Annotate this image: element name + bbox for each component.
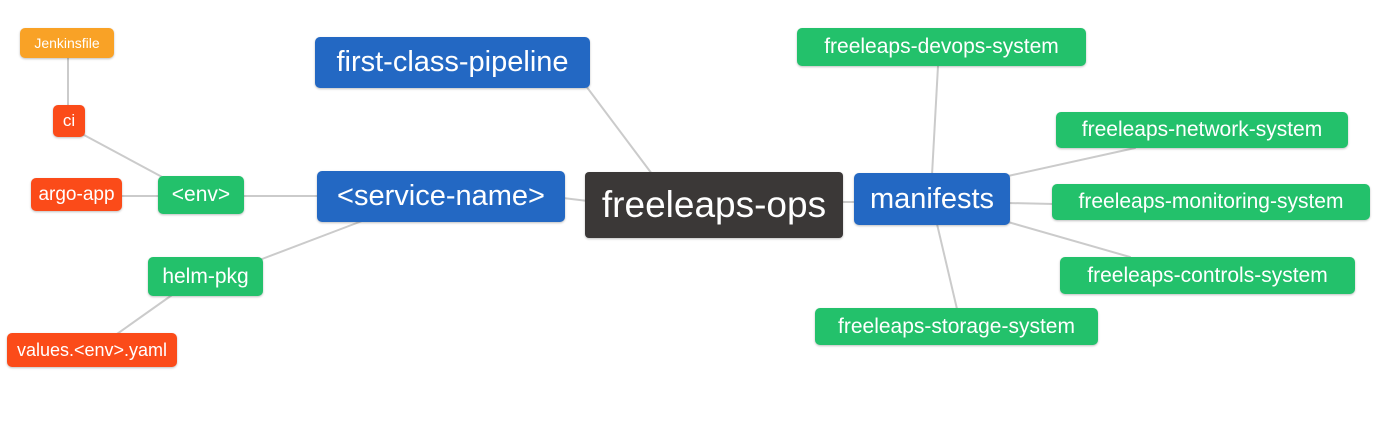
edge-manifests-controls — [1007, 221, 1131, 258]
edge-pipeline-ops — [585, 85, 653, 175]
node-values-env-yaml[interactable]: values.<env>.yaml — [7, 333, 177, 367]
edge-manifests-devops — [931, 65, 939, 176]
node-devops-system[interactable]: freeleaps-devops-system — [797, 28, 1086, 66]
node-jenkinsfile[interactable]: Jenkinsfile — [20, 28, 114, 58]
edge-helm-pkg-values — [116, 294, 173, 335]
node-helm-pkg[interactable]: helm-pkg — [148, 257, 263, 296]
node-argo-app[interactable]: argo-app — [31, 178, 122, 211]
edge-service-name-ops — [562, 197, 589, 202]
edge-manifests-monitoring — [1007, 202, 1055, 205]
node-service-name[interactable]: <service-name> — [317, 171, 565, 222]
node-env[interactable]: <env> — [158, 176, 244, 214]
node-ci[interactable]: ci — [53, 105, 85, 137]
node-manifests[interactable]: manifests — [854, 173, 1010, 225]
node-freeleaps-ops-root[interactable]: freeleaps-ops — [585, 172, 843, 238]
edge-ci-env — [83, 134, 165, 179]
edge-manifests-storage — [936, 223, 958, 310]
node-network-system[interactable]: freeleaps-network-system — [1056, 112, 1348, 148]
edge-service-name-helm-pkg — [261, 220, 363, 260]
node-storage-system[interactable]: freeleaps-storage-system — [815, 308, 1098, 345]
node-controls-system[interactable]: freeleaps-controls-system — [1060, 257, 1355, 294]
edge-manifests-network — [1007, 147, 1136, 177]
node-monitoring-system[interactable]: freeleaps-monitoring-system — [1052, 184, 1370, 220]
node-first-class-pipeline[interactable]: first-class-pipeline — [315, 37, 590, 88]
